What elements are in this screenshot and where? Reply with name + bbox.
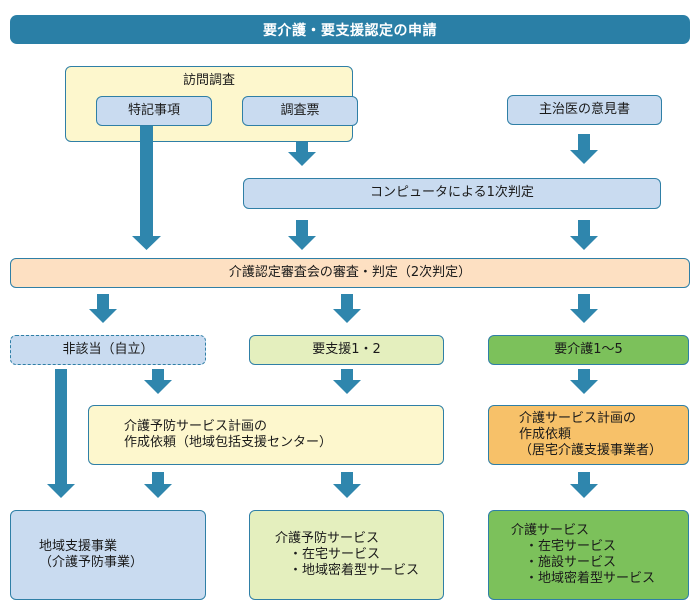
care-services-item: ・地域密着型サービス — [525, 571, 656, 587]
not-applicable-label: 非該当（自立） — [62, 341, 154, 357]
arrow-down-icon — [144, 369, 172, 394]
care-level-label: 要介護1〜5 — [554, 341, 623, 357]
computer-judgment-label: コンピュータによる1次判定 — [370, 185, 534, 201]
arrow-down-icon — [570, 472, 598, 498]
care-plan-line1: 介護サービス計画の — [519, 410, 637, 426]
support-level-box: 要支援1・2 — [249, 335, 444, 365]
arrow-down-icon — [47, 369, 75, 498]
prevention-services-title: 介護予防サービス — [275, 530, 380, 546]
prevention-plan-box: 介護予防サービス計画の 作成依頼（地域包括支援センター） — [88, 405, 444, 465]
care-services-title: 介護サービス — [511, 522, 590, 538]
care-services-item: ・施設サービス — [525, 555, 617, 570]
care-plan-line3: （居宅介護支援事業者） — [519, 443, 663, 459]
doctor-opinion-label: 主治医の意見書 — [538, 101, 630, 117]
arrow-down-icon — [333, 294, 361, 323]
prevention-services-box: 介護予防サービス ・在宅サービス ・地域密着型サービス — [249, 510, 444, 600]
care-plan-box: 介護サービス計画の 作成依頼 （居宅介護支援事業者） — [488, 405, 689, 465]
not-applicable-box: 非該当（自立） — [10, 335, 206, 365]
special-notes-box: 特記事項 — [96, 96, 212, 126]
arrow-down-icon — [288, 142, 316, 166]
survey-form-label: 調査票 — [280, 102, 320, 118]
regional-support-box: 地域支援事業 （介護予防事業） — [10, 510, 206, 600]
visit-survey-box: 訪問調査 特記事項 調査票 — [65, 66, 358, 142]
prevention-plan-line1: 介護予防サービス計画の — [124, 418, 268, 434]
special-notes-label: 特記事項 — [127, 102, 180, 118]
care-level-box: 要介護1〜5 — [488, 335, 689, 365]
regional-support-line2: （介護予防事業） — [39, 555, 144, 570]
arrow-down-icon — [570, 294, 598, 323]
arrow-down-icon — [570, 220, 598, 250]
care-services-item: ・在宅サービス — [525, 538, 617, 554]
prevention-services-item: ・地域密着型サービス — [289, 563, 420, 579]
care-plan-line2: 作成依頼 — [519, 426, 572, 442]
visit-survey-label: 訪問調査 — [182, 73, 235, 88]
survey-form-box: 調査票 — [242, 96, 358, 126]
arrow-down-icon — [333, 369, 361, 394]
support-level-label: 要支援1・2 — [312, 341, 381, 357]
computer-judgment-box: コンピュータによる1次判定 — [243, 178, 661, 209]
committee-review-label: 介護認定審査会の審査・判定（2次判定） — [228, 264, 472, 280]
regional-support-line1: 地域支援事業 — [39, 538, 118, 554]
prevention-services-item: ・在宅サービス — [289, 546, 381, 562]
arrow-down-icon — [288, 220, 316, 250]
doctor-opinion-box: 主治医の意見書 — [507, 95, 662, 125]
title-bar: 要介護・要支援認定の申請 — [10, 15, 690, 44]
title-text: 要介護・要支援認定の申請 — [263, 22, 437, 39]
arrow-down-icon — [89, 294, 117, 323]
arrow-down-icon — [132, 126, 161, 250]
arrow-down-icon — [144, 472, 172, 498]
arrow-down-icon — [333, 472, 361, 498]
arrow-down-icon — [570, 134, 598, 164]
prevention-plan-line2: 作成依頼（地域包括支援センター） — [124, 435, 333, 450]
care-services-box: 介護サービス ・在宅サービス ・施設サービス ・地域密着型サービス — [488, 510, 689, 600]
committee-review-box: 介護認定審査会の審査・判定（2次判定） — [10, 258, 690, 288]
arrow-down-icon — [570, 369, 598, 394]
